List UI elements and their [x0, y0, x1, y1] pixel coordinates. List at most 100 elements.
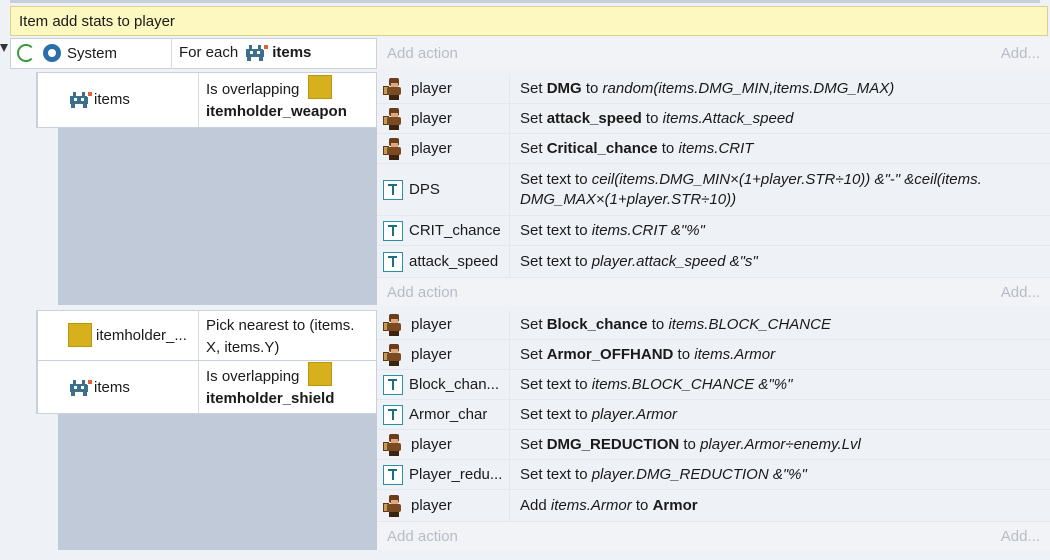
action-object[interactable]: player	[377, 340, 510, 369]
refresh-icon	[17, 44, 35, 62]
action-object[interactable]: player	[377, 310, 510, 339]
action-text[interactable]: Set text to player.DMG_REDUCTION &"%"	[510, 465, 807, 485]
action-verb: to	[673, 345, 695, 363]
player-icon	[383, 433, 405, 457]
add-action-link[interactable]: Add action	[387, 45, 458, 62]
action-verb: Set text to	[520, 221, 592, 239]
action-text[interactable]: Set attack_speed to items.Attack_speed	[510, 109, 794, 129]
condition-text: Is overlapping itemholder_shield	[206, 362, 334, 410]
action-row[interactable]: player Set attack_speed to items.Attack_s…	[377, 104, 1050, 134]
action-object[interactable]: player	[377, 74, 510, 103]
condition-label: Pick nearest to (items.	[206, 317, 355, 334]
condition-text: Pick nearest to (items. X, items.Y)	[206, 315, 354, 359]
action-object-name: player	[411, 346, 452, 363]
root-add-action-row[interactable]: Add action Add...	[377, 38, 1050, 69]
action-verb: Set text to	[520, 252, 592, 270]
action-expression: player.attack_speed &"s"	[591, 252, 758, 270]
sub-event-2-condition-2[interactable]: items Is overlapping itemholder_shield	[36, 360, 377, 414]
action-verb: Set text to	[520, 465, 592, 483]
action-verb: Set text to	[520, 405, 592, 423]
action-expression: ceil(items.DMG_MIN×(1+player.STR÷10)) &"…	[591, 170, 982, 188]
add-more-link[interactable]: Add...	[1000, 283, 1040, 301]
action-object-name: DPS	[409, 181, 440, 198]
add-action-link[interactable]: Add action	[387, 527, 458, 545]
root-condition-row[interactable]: System For each items	[10, 38, 377, 69]
sub-event-2-condition-1[interactable]: itemholder_... Pick nearest to (items. X…	[36, 310, 377, 361]
action-text[interactable]: Set text to ceil(items.DMG_MIN×(1+player…	[510, 170, 982, 210]
text-object-icon	[383, 404, 403, 425]
action-row[interactable]: Block_chan...Set text to items.BLOCK_CHA…	[377, 370, 1050, 400]
action-text[interactable]: Set text to items.CRIT &"%"	[510, 221, 705, 241]
sub-event-1-condition[interactable]: items Is overlapping itemholder_weapon	[36, 72, 377, 128]
action-object[interactable]: player	[377, 430, 510, 459]
action-expression: items.Armor	[550, 496, 632, 514]
action-object[interactable]: DPS	[377, 164, 510, 215]
action-text[interactable]: Set DMG_REDUCTION to player.Armor÷enemy.…	[510, 435, 861, 455]
action-param: Armor_OFFHAND	[546, 345, 674, 363]
text-object-icon	[383, 374, 403, 395]
add-more-link[interactable]: Add...	[1000, 45, 1040, 62]
action-text[interactable]: Set Critical_chance to items.CRIT	[510, 139, 753, 159]
add-action-link[interactable]: Add action	[387, 283, 458, 301]
for-each-condition[interactable]: For each items	[179, 43, 312, 61]
action-verb: Add	[520, 496, 551, 514]
action-object[interactable]: Player_redu...	[377, 460, 510, 489]
action-object[interactable]: attack_speed	[377, 246, 510, 277]
action-text[interactable]: Set Block_chance to items.BLOCK_CHANCE	[510, 315, 831, 335]
condition-object: items	[68, 378, 130, 396]
system-condition[interactable]: System	[17, 44, 117, 62]
action-object-name: player	[411, 497, 452, 514]
action-verb: to	[657, 139, 679, 157]
player-icon	[383, 313, 405, 337]
action-object-name: player	[411, 316, 452, 333]
action-text[interactable]: Set DMG to random(items.DMG_MIN,items.DM…	[510, 79, 894, 99]
itemholder-object-icon	[307, 75, 332, 100]
action-row[interactable]: player Set DMG to random(items.DMG_MIN,it…	[377, 74, 1050, 104]
action-text[interactable]: Set text to items.BLOCK_CHANCE &"%"	[510, 375, 792, 395]
text-object-icon	[383, 251, 403, 272]
action-text[interactable]: Set Armor_OFFHAND to items.Armor	[510, 345, 775, 365]
action-expression: items.Armor	[694, 345, 776, 363]
sub1-add-action-row[interactable]: Add action Add...	[377, 278, 1050, 306]
action-text[interactable]: Set text to player.attack_speed &"s"	[510, 252, 758, 272]
action-object[interactable]: player	[377, 104, 510, 133]
action-row[interactable]: Player_redu...Set text to player.DMG_RED…	[377, 460, 1050, 490]
action-row[interactable]: player Set Armor_OFFHAND to items.Armor	[377, 340, 1050, 370]
action-object-name: player	[411, 80, 452, 97]
action-verb: to	[581, 79, 603, 97]
action-object[interactable]: player	[377, 490, 510, 521]
action-object[interactable]: Armor_char	[377, 400, 510, 429]
action-object[interactable]: player	[377, 134, 510, 163]
action-object-name: player	[411, 110, 452, 127]
collapse-arrow-icon[interactable]	[0, 44, 8, 52]
condition-target: itemholder_weapon	[206, 103, 347, 120]
action-text[interactable]: Add items.Armor to Armor	[510, 496, 698, 516]
system-label: System	[67, 44, 118, 62]
action-text[interactable]: Set text to player.Armor	[510, 405, 677, 425]
for-each-object: items	[272, 44, 312, 61]
action-expression: player.DMG_REDUCTION &"%"	[591, 465, 807, 483]
event-comment[interactable]: Item add stats to player	[10, 6, 1048, 36]
action-param: Armor	[652, 496, 698, 514]
add-more-link[interactable]: Add...	[1000, 527, 1040, 545]
player-icon	[383, 137, 405, 161]
action-verb: to	[647, 315, 669, 333]
action-row[interactable]: DPS Set text to ceil(items.DMG_MIN×(1+pla…	[377, 164, 1050, 216]
condition-object: items	[68, 90, 130, 108]
action-verb: Set	[520, 139, 547, 157]
action-object[interactable]: Block_chan...	[377, 370, 510, 399]
action-row[interactable]: player Set Block_chance to items.BLOCK_CH…	[377, 310, 1050, 340]
condition-label: Is overlapping	[206, 368, 300, 385]
text-object-icon	[383, 220, 403, 241]
items-object-icon	[68, 378, 93, 396]
action-verb: Set text to	[520, 375, 592, 393]
action-object[interactable]: CRIT_chance	[377, 216, 510, 245]
action-row[interactable]: player Add items.Armor to Armor	[377, 490, 1050, 522]
sub2-add-action-row[interactable]: Add action Add...	[377, 522, 1050, 550]
gear-icon	[43, 44, 61, 62]
